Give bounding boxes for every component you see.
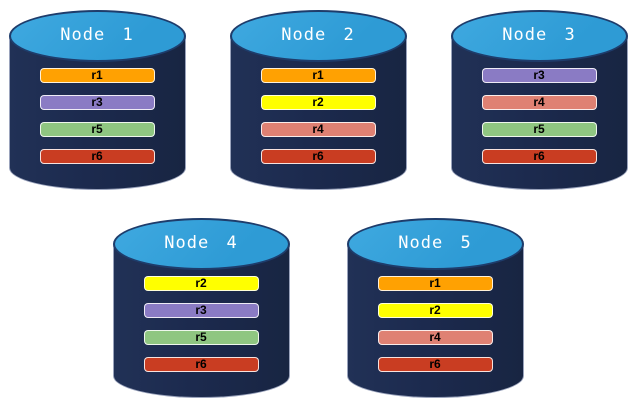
replica-list: r1 r2 r4 r6 <box>260 68 376 176</box>
database-node-1: Node 1 r1 r3 r5 r6 <box>8 10 186 190</box>
replica-bar-r2: r2 <box>377 303 493 318</box>
replica-bar-r5: r5 <box>39 122 155 137</box>
node-title: Node 1 <box>60 25 134 45</box>
replica-list: r1 r3 r5 r6 <box>39 68 155 176</box>
replica-bar-r2: r2 <box>260 95 376 110</box>
node-row-top: Node 1 r1 r3 r5 r6 Node 2 r1 r2 r4 r6 Node 3 r… <box>0 0 636 190</box>
replica-bar-r4: r4 <box>377 330 493 345</box>
replica-bar-r5: r5 <box>143 330 259 345</box>
cylinder-top-ellipse: Node 5 <box>346 218 524 270</box>
node-title: Node 3 <box>502 25 576 45</box>
database-node-3: Node 3 r3 r4 r5 r6 <box>450 10 628 190</box>
node-title: Node 4 <box>164 233 238 253</box>
replica-bar-r6: r6 <box>377 357 493 372</box>
replica-bar-r1: r1 <box>377 276 493 291</box>
database-node-4: Node 4 r2 r3 r5 r6 <box>112 218 290 398</box>
replica-bar-r4: r4 <box>481 95 597 110</box>
replica-bar-r3: r3 <box>143 303 259 318</box>
replica-bar-r2: r2 <box>143 276 259 291</box>
node-title: Node 2 <box>281 25 355 45</box>
replica-bar-r3: r3 <box>39 95 155 110</box>
replica-list: r2 r3 r5 r6 <box>143 276 259 384</box>
node-row-bottom: Node 4 r2 r3 r5 r6 Node 5 r1 r2 r4 r6 <box>0 218 636 398</box>
cylinder-top-ellipse: Node 1 <box>8 10 186 62</box>
replica-bar-r6: r6 <box>481 149 597 164</box>
cylinder-top-ellipse: Node 2 <box>229 10 407 62</box>
replica-bar-r6: r6 <box>39 149 155 164</box>
node-title: Node 5 <box>398 233 472 253</box>
replica-bar-r1: r1 <box>260 68 376 83</box>
replica-bar-r1: r1 <box>39 68 155 83</box>
replica-list: r1 r2 r4 r6 <box>377 276 493 384</box>
cylinder-top-ellipse: Node 3 <box>450 10 628 62</box>
database-node-2: Node 2 r1 r2 r4 r6 <box>229 10 407 190</box>
replica-bar-r6: r6 <box>143 357 259 372</box>
replica-bar-r4: r4 <box>260 122 376 137</box>
replica-list: r3 r4 r5 r6 <box>481 68 597 176</box>
database-node-5: Node 5 r1 r2 r4 r6 <box>346 218 524 398</box>
replica-bar-r6: r6 <box>260 149 376 164</box>
replica-bar-r5: r5 <box>481 122 597 137</box>
cylinder-top-ellipse: Node 4 <box>112 218 290 270</box>
replica-bar-r3: r3 <box>481 68 597 83</box>
